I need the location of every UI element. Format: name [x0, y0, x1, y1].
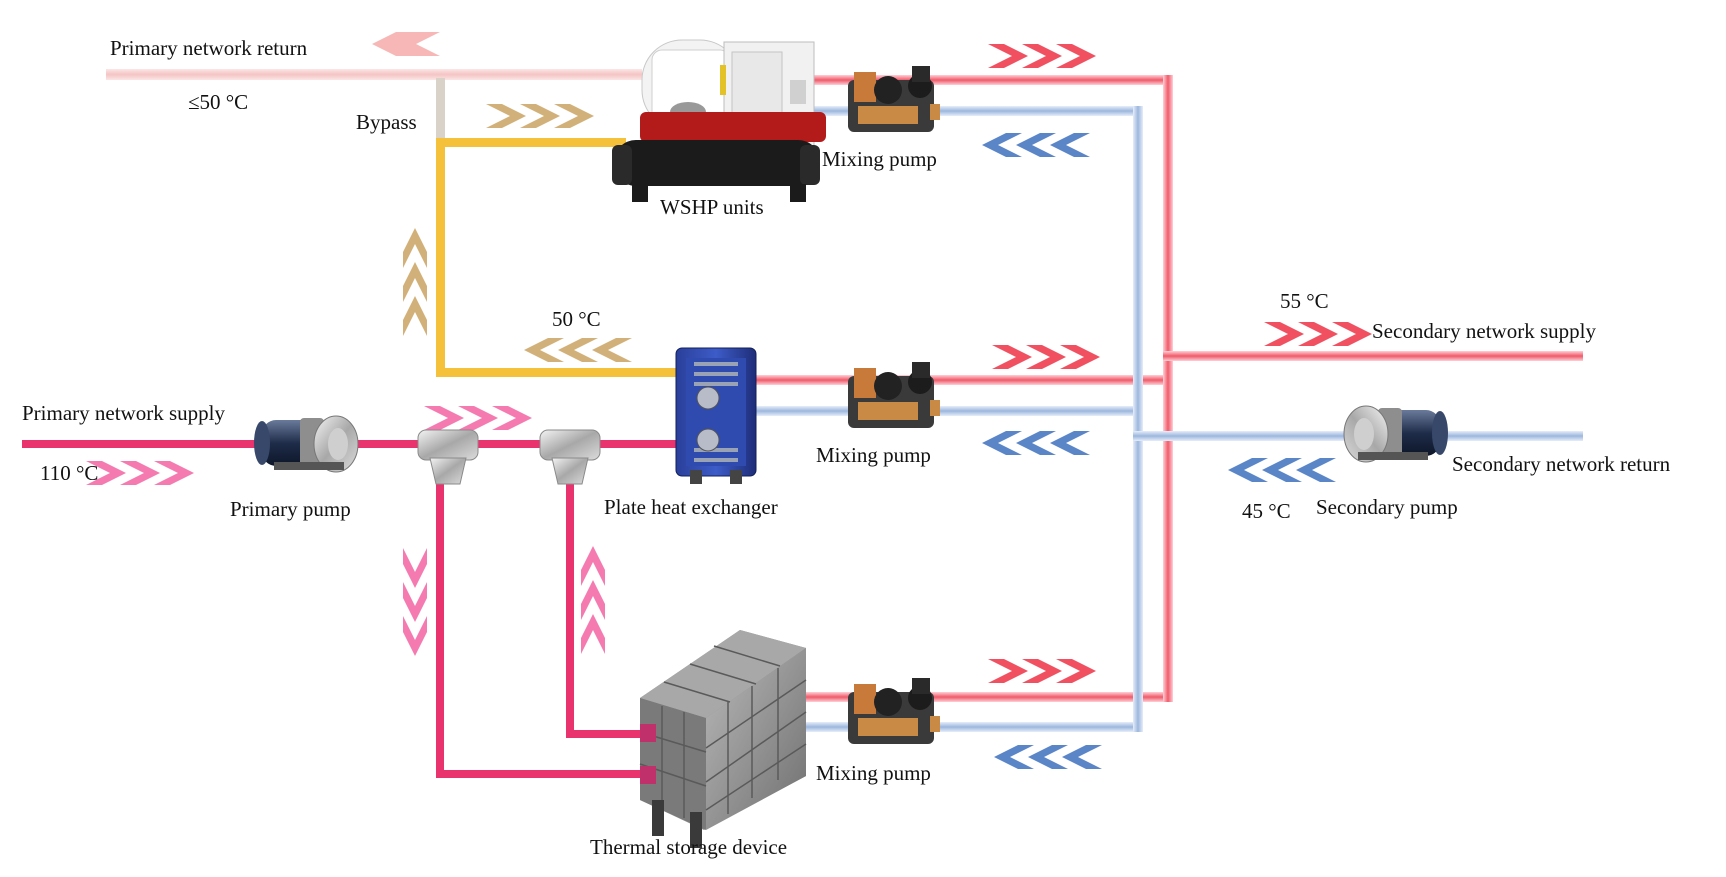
- flow-arrow-icon: [424, 406, 532, 430]
- flow-arrow-icon: [982, 133, 1336, 769]
- hx-out-temp-label: 50 °C: [552, 307, 601, 331]
- primary-pump-label: Primary pump: [230, 497, 351, 521]
- secondary-supply-label: Secondary network supply: [1372, 319, 1596, 343]
- primary-return-pipe: [106, 69, 642, 80]
- flow-arrow-icon: [581, 546, 605, 654]
- bypass-label: Bypass: [356, 110, 417, 134]
- secondary-supply-temp-label: 55 °C: [1280, 289, 1329, 313]
- mixing-pump-icon: [848, 678, 940, 744]
- labels: Primary network return ≤50 °C Bypass WSH…: [22, 36, 1671, 859]
- thermal-storage-tank-icon: [639, 630, 807, 848]
- pump-icon: [1343, 405, 1448, 463]
- flow-arrow-icon: [524, 338, 632, 362]
- return-temp-label: ≤50 °C: [188, 90, 248, 114]
- supply-temp-label: 110 °C: [40, 461, 98, 485]
- plate-hx-label: Plate heat exchanger: [604, 495, 778, 519]
- pipes: [22, 69, 1583, 778]
- flow-arrow-icon: [403, 548, 427, 656]
- flow-arrow-icon: [372, 32, 440, 56]
- mixing-pump-bot-label: Mixing pump: [816, 761, 931, 785]
- secondary-return-label: Secondary network return: [1452, 452, 1671, 476]
- flow-arrows: [86, 32, 1372, 769]
- tee-fitting-icon: [539, 429, 601, 485]
- mixing-pump-top-label: Mixing pump: [822, 147, 937, 171]
- primary-supply-label: Primary network supply: [22, 401, 225, 425]
- mixing-pump-icon: [848, 66, 940, 132]
- heat-pump-unit-icon: [612, 39, 826, 202]
- secondary-supply-pipe: [756, 75, 1583, 702]
- bypass-stub-pipe: [436, 78, 445, 148]
- thermal-storage-label: Thermal storage device: [590, 835, 787, 859]
- secondary-return-temp-label: 45 °C: [1242, 499, 1291, 523]
- flow-arrow-icon: [86, 461, 194, 485]
- mixing-pump-mid-label: Mixing pump: [816, 443, 931, 467]
- flow-arrow-icon: [988, 44, 1372, 683]
- bypass-pipe: [436, 138, 676, 377]
- wshp-units-label: WSHP units: [660, 195, 764, 219]
- flow-arrow-icon: [486, 104, 594, 128]
- primary-return-label: Primary network return: [110, 36, 308, 60]
- mixing-pump-icon: [848, 362, 940, 428]
- plate-heat-exchanger-icon: [675, 347, 757, 484]
- tee-fitting-icon: [417, 429, 479, 485]
- secondary-pump-label: Secondary pump: [1316, 495, 1458, 519]
- primary-supply-pipe: [22, 440, 678, 778]
- pump-icon: [254, 415, 359, 473]
- flow-arrow-icon: [403, 228, 427, 336]
